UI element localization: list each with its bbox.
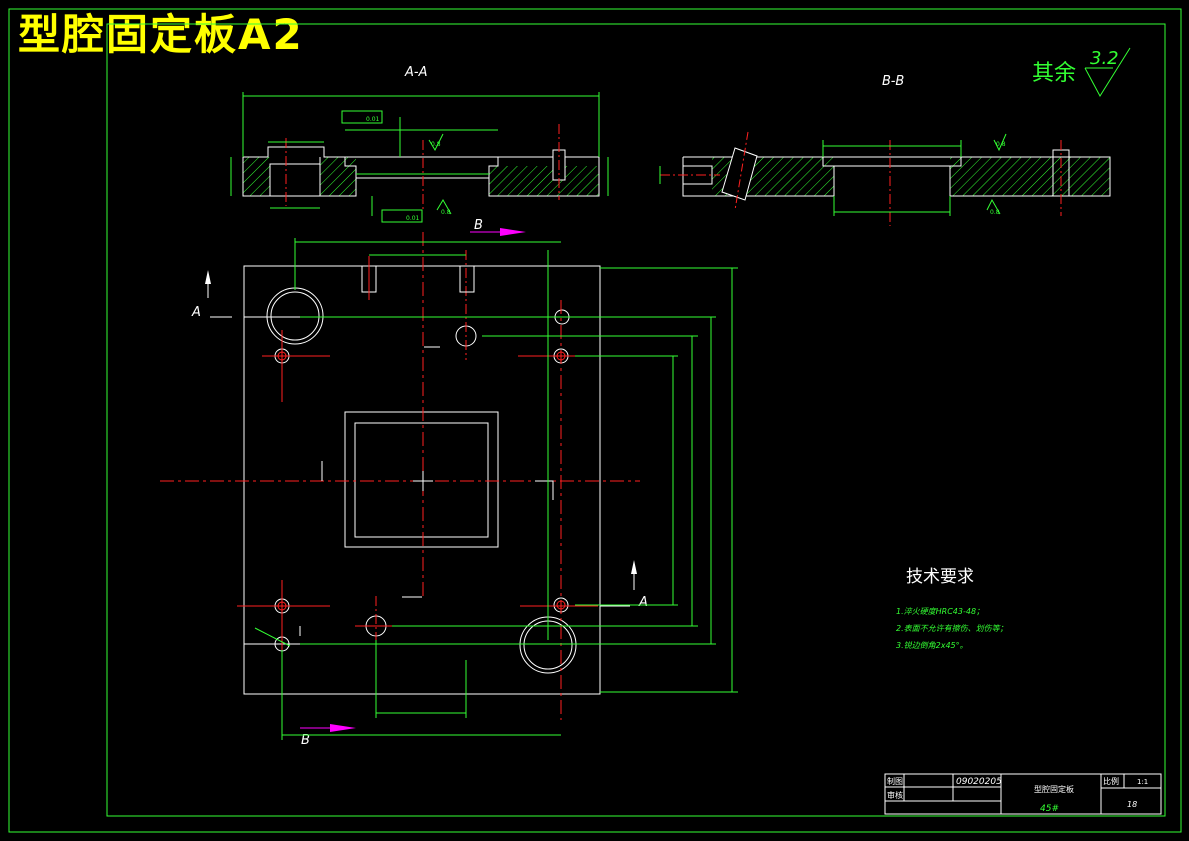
tb-scale-value: 1:1 bbox=[1137, 778, 1148, 786]
guide-hole-top-left bbox=[266, 287, 324, 345]
tb-part-name: 型腔固定板 bbox=[1034, 784, 1074, 794]
aa-tolerance-bottom: 0.01 bbox=[406, 215, 420, 222]
tb-material: 45# bbox=[1040, 804, 1059, 814]
tech-req-item-3: 3.锐边倒角2x45°。 bbox=[896, 641, 968, 650]
tb-drawing-number: 09020205 bbox=[956, 777, 1002, 787]
section-marker-b-bottom: B bbox=[301, 733, 310, 748]
bb-roughness-top: 0.8 bbox=[996, 141, 1006, 148]
tech-req-title: 技术要求 bbox=[906, 567, 974, 587]
tb-scale-label: 比例 bbox=[1103, 776, 1119, 786]
plan-view: A A B B bbox=[160, 218, 738, 748]
cavity-inner bbox=[354, 422, 489, 538]
aa-roughness-bottom: 0.8 bbox=[441, 209, 451, 216]
section-bb-view: B-B 0.8 0.8 bbox=[659, 74, 1111, 226]
tb-review-label: 审核 bbox=[887, 790, 903, 800]
section-aa-label: A-A bbox=[404, 65, 427, 80]
section-aa-view: A-A 0.01 bbox=[230, 65, 609, 223]
outer-border bbox=[8, 8, 1182, 833]
surface-finish-label: 其余 bbox=[1032, 61, 1076, 86]
surface-finish-value: 3.2 bbox=[1090, 48, 1119, 69]
aa-roughness-top: 0.8 bbox=[431, 141, 441, 148]
technical-requirements: 技术要求 1.淬火硬度HRC43-48； 2.表面不允许有擦伤、划伤等； 3.锐… bbox=[896, 567, 1008, 650]
surface-finish-note: 其余 3.2 bbox=[1032, 47, 1131, 97]
bb-roughness-bottom: 0.8 bbox=[990, 209, 1000, 216]
drawing-title: 型腔固定板A2 bbox=[18, 10, 304, 59]
bb-hatch-right bbox=[950, 157, 1110, 196]
tb-sheet: 18 bbox=[1127, 800, 1137, 809]
aa-hatch-left bbox=[243, 157, 270, 196]
tb-drawn-label: 制图 bbox=[887, 776, 903, 786]
section-bb-label: B-B bbox=[882, 74, 904, 89]
aa-hatch-mid bbox=[320, 157, 356, 196]
section-marker-b-top: B bbox=[474, 218, 483, 233]
section-marker-a-bottom: A bbox=[638, 595, 648, 610]
aa-outline-right bbox=[345, 156, 600, 197]
aa-hatch-right bbox=[489, 166, 599, 196]
section-marker-a-top: A bbox=[191, 305, 201, 320]
aa-tolerance-top: 0.01 bbox=[366, 116, 380, 123]
inner-border bbox=[106, 23, 1166, 817]
title-block: 制图 审核 09020205 型腔固定板 比例 1:1 45# 18 bbox=[884, 773, 1162, 815]
cavity-outer bbox=[344, 411, 499, 548]
tech-req-item-1: 1.淬火硬度HRC43-48； bbox=[896, 607, 984, 616]
plate-outline bbox=[243, 265, 601, 695]
tech-req-item-2: 2.表面不允许有擦伤、划伤等； bbox=[896, 624, 1008, 633]
